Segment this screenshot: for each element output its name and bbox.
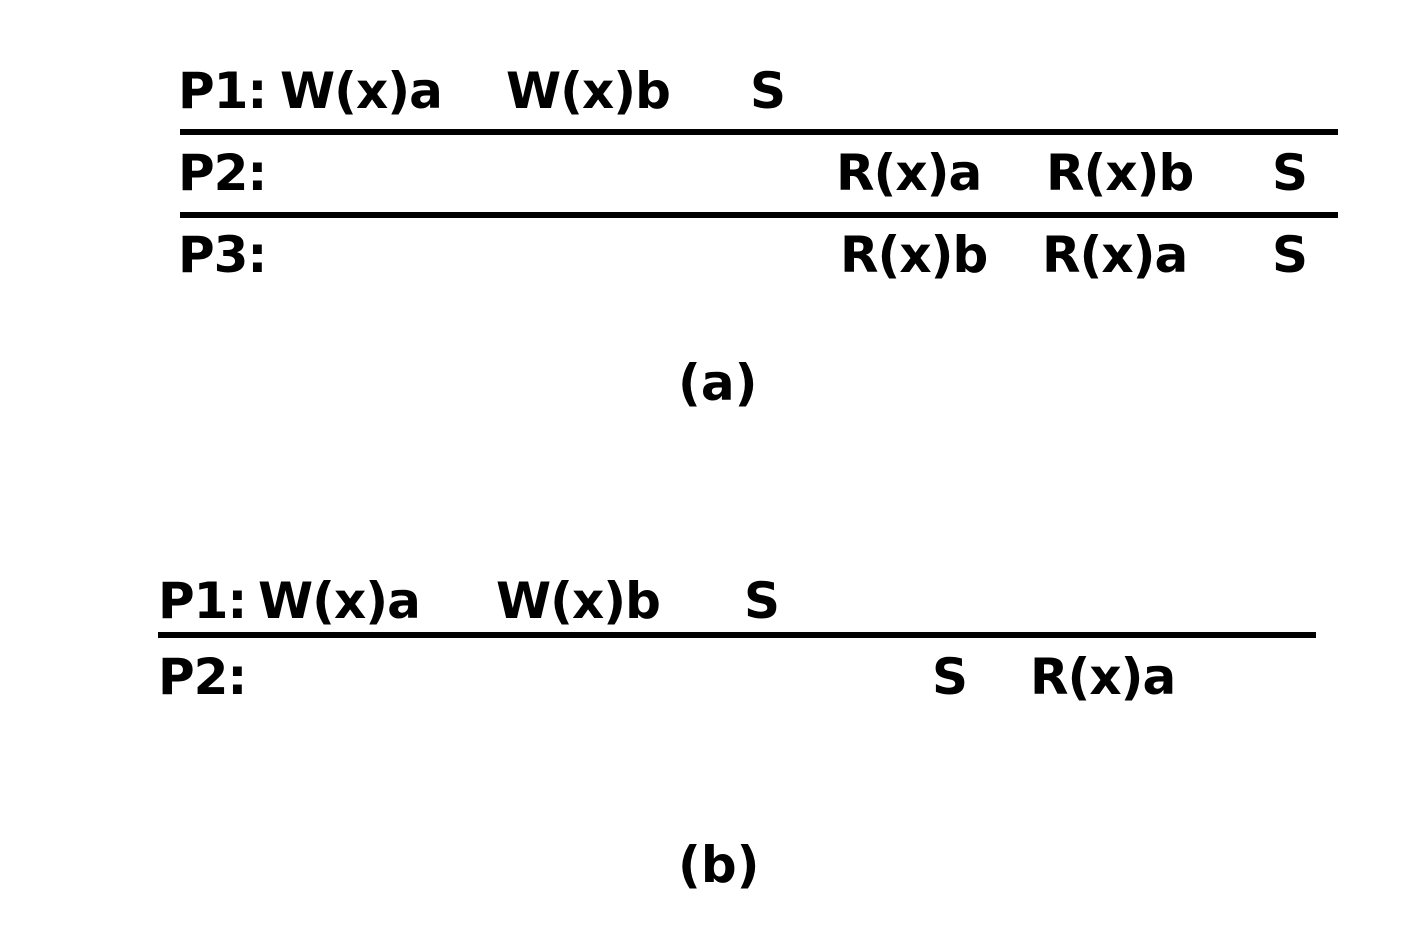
process-label-p3: P3:	[178, 226, 267, 284]
operation-write: W(x)b	[496, 572, 661, 630]
operation-sync: S	[1272, 226, 1308, 284]
process-separator-line	[158, 632, 1316, 638]
process-separator-line	[180, 212, 1338, 218]
operation-sync: S	[750, 62, 786, 120]
operation-sync: S	[744, 572, 780, 630]
process-label-p2: P2:	[158, 648, 247, 706]
process-label-p1: P1:	[178, 62, 267, 120]
process-label-p2: P2:	[178, 144, 267, 202]
operation-read: R(x)a	[836, 144, 982, 202]
process-label-p1: P1:	[158, 572, 247, 630]
operation-write: W(x)a	[280, 62, 443, 120]
caption-b: (b)	[678, 836, 760, 894]
operation-read: R(x)a	[1030, 648, 1176, 706]
caption-a: (a)	[678, 354, 758, 412]
operation-read: R(x)b	[1046, 144, 1194, 202]
operation-read: R(x)a	[1042, 226, 1188, 284]
operation-read: R(x)b	[840, 226, 988, 284]
operation-write: W(x)a	[258, 572, 421, 630]
operation-sync: S	[932, 648, 968, 706]
operation-write: W(x)b	[506, 62, 671, 120]
process-separator-line	[180, 129, 1338, 135]
operation-sync: S	[1272, 144, 1308, 202]
